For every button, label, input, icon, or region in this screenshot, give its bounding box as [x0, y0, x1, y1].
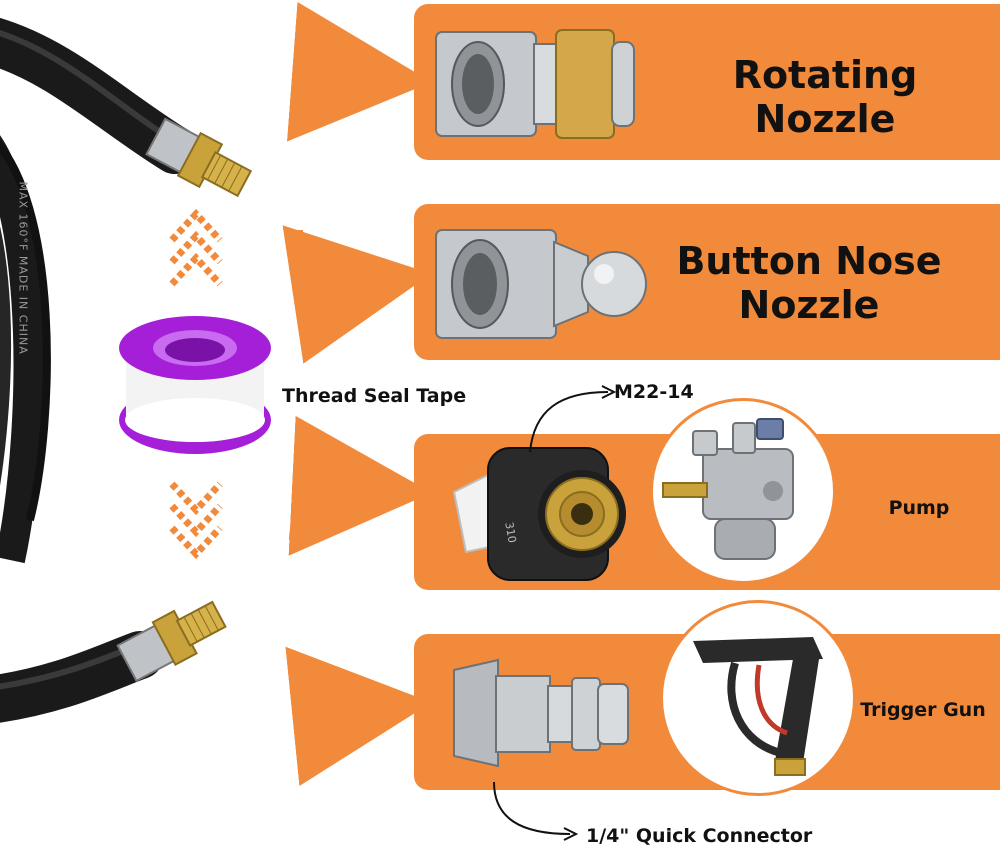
rotating-nozzle-image [435, 29, 635, 139]
m22-label: M22-14 [614, 381, 694, 403]
quick-connector-image [453, 658, 629, 768]
up-chevrons [169, 208, 223, 287]
quick-connector-callout-arrow [493, 781, 579, 841]
hose-illustration [0, 17, 253, 723]
m22-coupler-image [452, 447, 626, 581]
arrow-to-rotating-nozzle [287, 1, 416, 142]
button-nose-nozzle-label-line2: Nozzle [738, 283, 880, 327]
thread-seal-tape-image [119, 316, 271, 454]
m22-callout-arrow [529, 385, 617, 453]
thread-seal-tape-label: Thread Seal Tape [282, 385, 467, 407]
arrow-to-trigger-gun [285, 646, 416, 786]
panel-rotating-nozzle: Rotating Nozzle [414, 4, 1000, 160]
quick-connector-label: 1/4" Quick Connector [586, 825, 813, 847]
down-chevrons [169, 481, 223, 560]
pump-image [662, 418, 794, 560]
rotating-nozzle-label: Rotating Nozzle [732, 53, 918, 141]
arrow-to-pump [288, 415, 416, 556]
connection-arrows [282, 1, 416, 786]
hose-print: MAX 160°F MADE IN CHINA [16, 181, 30, 355]
button-nose-nozzle-image [435, 229, 647, 339]
trigger-gun-image-circle [660, 600, 856, 796]
button-nose-nozzle-label-line1: Button Nose [676, 239, 942, 283]
trigger-gun-image [693, 637, 823, 776]
trigger-gun-label: Trigger Gun [860, 699, 986, 721]
panel-button-nose-nozzle: Button Nose Nozzle [414, 204, 1000, 360]
arrow-to-button-nose-nozzle [282, 225, 416, 364]
pump-image-circle [650, 398, 836, 584]
pump-label: Pump [888, 497, 950, 519]
